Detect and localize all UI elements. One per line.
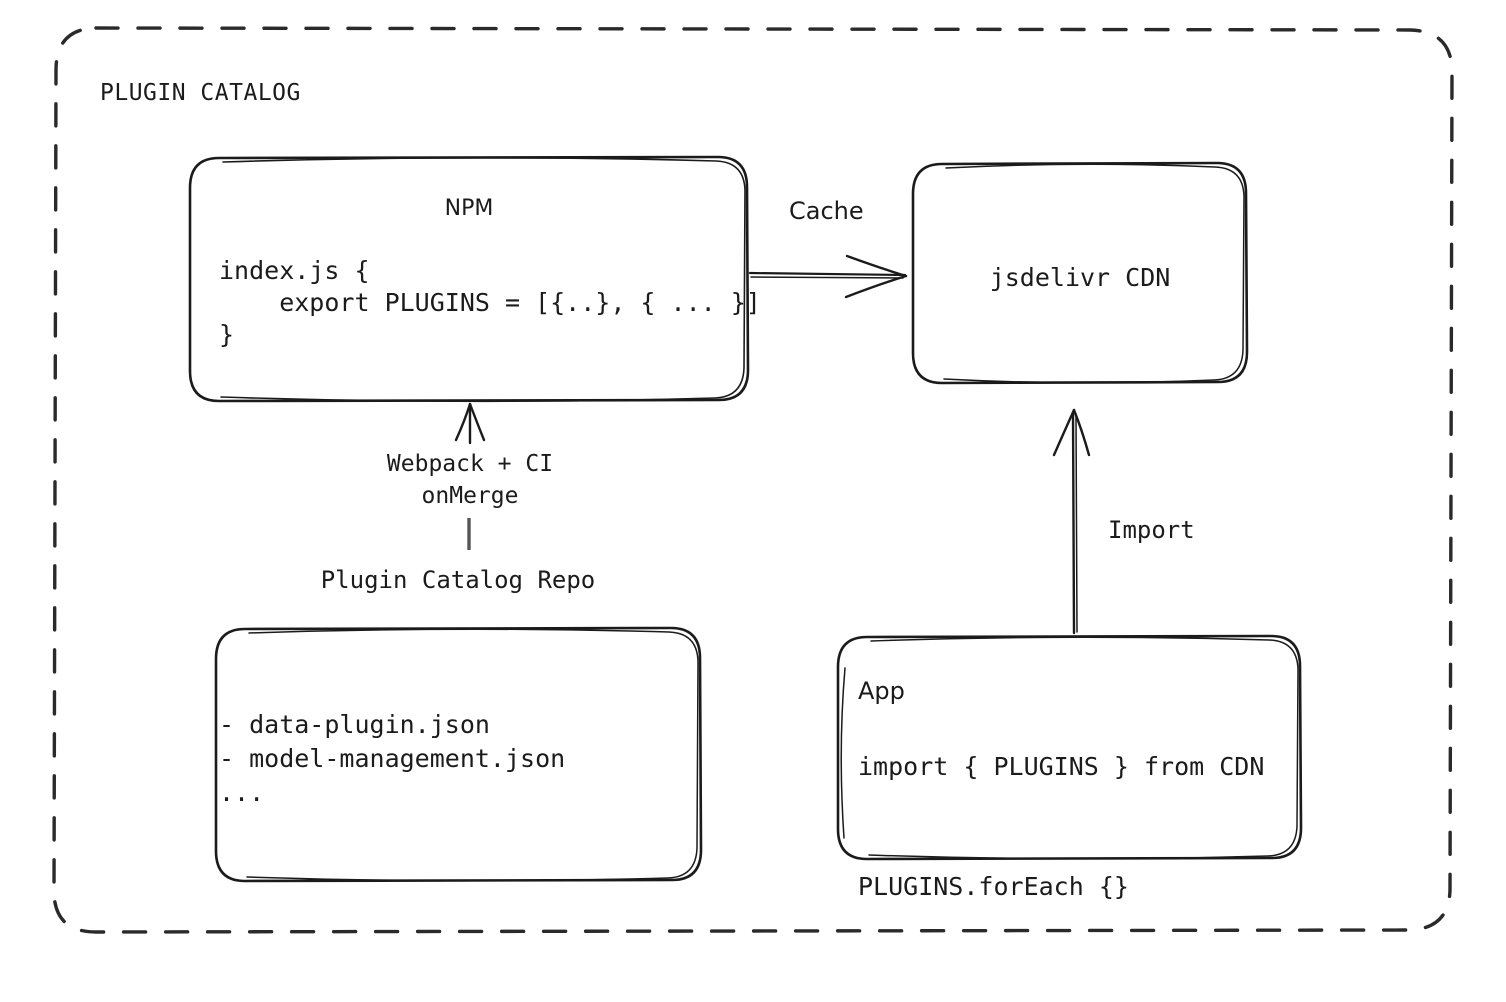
edge-build-label: Webpack + CI onMerge	[386, 451, 554, 509]
app-node-code: import { PLUGINS } from CDN PLUGINS.forE…	[858, 752, 1265, 901]
edge-import-arrow	[1052, 408, 1091, 635]
npm-node-code: index.js { export PLUGINS = [{..}, { ...…	[219, 256, 761, 349]
region-title: PLUGIN CATALOG	[100, 80, 301, 106]
cdn-node-title: jsdelivr CDN	[989, 263, 1171, 292]
app-node-title: App	[858, 677, 905, 705]
edge-import-label: Import	[1108, 516, 1195, 544]
repo-node-file-list: - data-plugin.json - model-management.js…	[219, 710, 566, 807]
edge-cache-label: Cache	[789, 197, 864, 225]
edge-cache-arrow	[748, 254, 908, 299]
repo-node-caption: Plugin Catalog Repo	[320, 566, 596, 594]
npm-node-title: NPM	[444, 196, 494, 221]
